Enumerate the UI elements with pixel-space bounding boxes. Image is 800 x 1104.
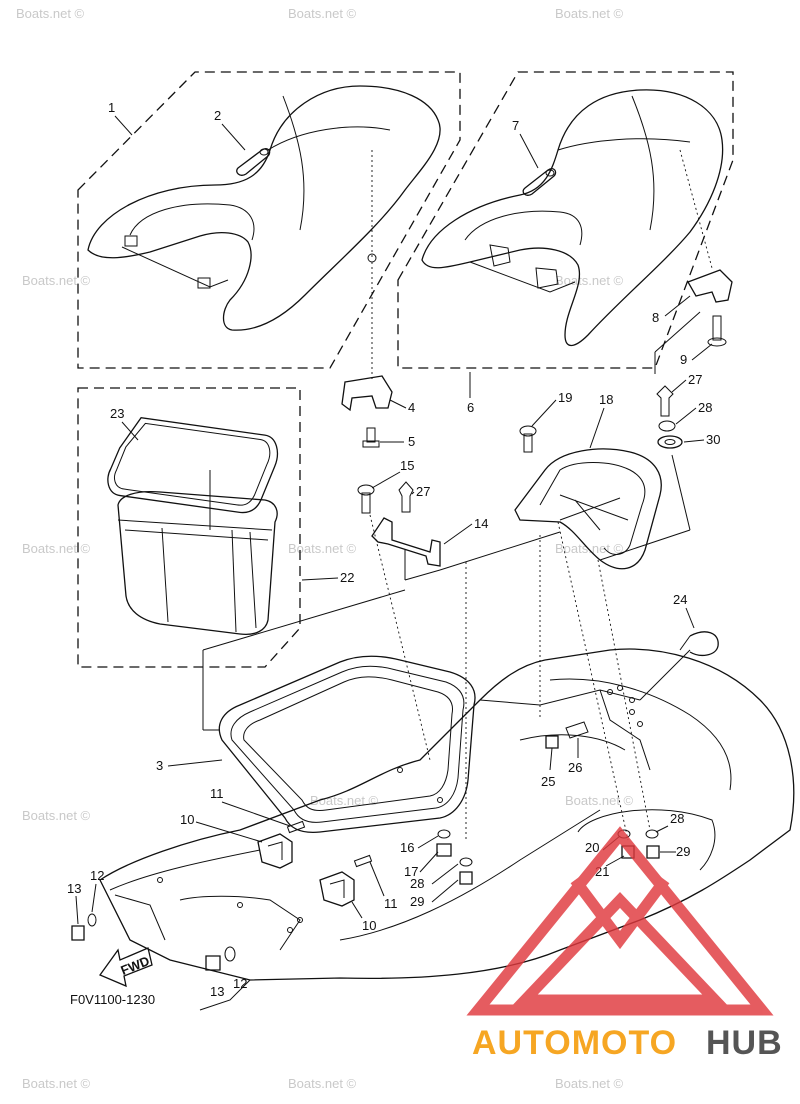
callout-label: 8 [652, 310, 659, 325]
brand-part2: HUB [706, 1024, 783, 1062]
watermark: Boats.net © [22, 541, 91, 556]
watermark: Boats.net © [565, 793, 634, 808]
watermark: Boats.net © [555, 273, 624, 288]
callout-label: 3 [156, 758, 163, 773]
leader-lines [202, 311, 701, 841]
callout-label: 22 [340, 570, 354, 585]
seat-6-group-box [397, 71, 734, 369]
callout-label: 7 [512, 118, 519, 133]
watermark: Boats.net © [22, 273, 91, 288]
rear-seat-drawing [421, 89, 724, 347]
fwd-label: FWD [118, 953, 151, 978]
watermark: Boats.net © [22, 1076, 91, 1091]
callout-label: 10 [180, 812, 194, 827]
watermark: Boats.net © [288, 6, 357, 21]
callout-label: 1 [108, 100, 115, 115]
watermark: Boats.net © [555, 1076, 624, 1091]
callout-label: 28 [698, 400, 712, 415]
seat-1-group-box [77, 71, 461, 369]
callout-label: 19 [558, 390, 572, 405]
watermark: Boats.net © [555, 6, 624, 21]
callout-label: 18 [599, 392, 613, 407]
callout-label: 13 [210, 984, 224, 999]
callout-label: 17 [404, 864, 418, 879]
callout-label: 29 [676, 844, 690, 859]
brand-logo: AUTOMOTO HUB [466, 826, 783, 1062]
hardware-parts [341, 262, 733, 581]
callout-label: 5 [408, 434, 415, 449]
callout-label: 28 [410, 876, 424, 891]
callout-label: 6 [467, 400, 474, 415]
callout-label: 23 [110, 406, 124, 421]
group-outlines [77, 71, 734, 668]
watermark: Boats.net © [16, 6, 85, 21]
hull-drawing [99, 648, 795, 1011]
callout-label: 10 [362, 918, 376, 933]
callout-label: 15 [400, 458, 414, 473]
callout-label: 11 [384, 896, 398, 911]
callout-label: 27 [416, 484, 430, 499]
front-seat-drawing [87, 85, 441, 331]
callout-label: 26 [568, 760, 582, 775]
brand-triangle-icon [466, 826, 774, 1016]
callout-label: 4 [408, 400, 415, 415]
storage-22-group-box [77, 387, 301, 668]
fwd-arrow: FWD [98, 947, 153, 988]
callout-label: 12 [233, 976, 247, 991]
callout-labels: 1 2 3 4 5 6 7 8 9 10 10 11 11 12 12 13 1… [67, 100, 720, 999]
tray-drawing [514, 448, 662, 570]
callout-label: 30 [706, 432, 720, 447]
callout-label: 24 [673, 592, 687, 607]
watermark: Boats.net © [288, 541, 357, 556]
watermark: Boats.net © [310, 793, 379, 808]
callout-label: 14 [474, 516, 488, 531]
callout-label: 25 [541, 774, 555, 789]
callout-label: 11 [210, 786, 224, 801]
callout-label: 29 [410, 894, 424, 909]
watermark-layer: Boats.net © Boats.net © Boats.net © Boat… [16, 6, 634, 1091]
part-code: F0V1100-1230 [70, 992, 155, 1007]
callout-label: 27 [688, 372, 702, 387]
watermark: Boats.net © [288, 1076, 357, 1091]
callout-label: 16 [400, 840, 414, 855]
callout-label: 20 [585, 840, 599, 855]
brand-part1: AUTOMOTO [472, 1024, 677, 1062]
callout-label: 12 [90, 868, 104, 883]
callout-label: 2 [214, 108, 221, 123]
callout-label: 13 [67, 881, 81, 896]
storage-bin-drawing [107, 417, 278, 731]
watermark: Boats.net © [22, 808, 91, 823]
lower-hardware [71, 631, 719, 971]
callout-label: 28 [670, 811, 684, 826]
callout-label: 9 [680, 352, 687, 367]
watermark: Boats.net © [555, 541, 624, 556]
